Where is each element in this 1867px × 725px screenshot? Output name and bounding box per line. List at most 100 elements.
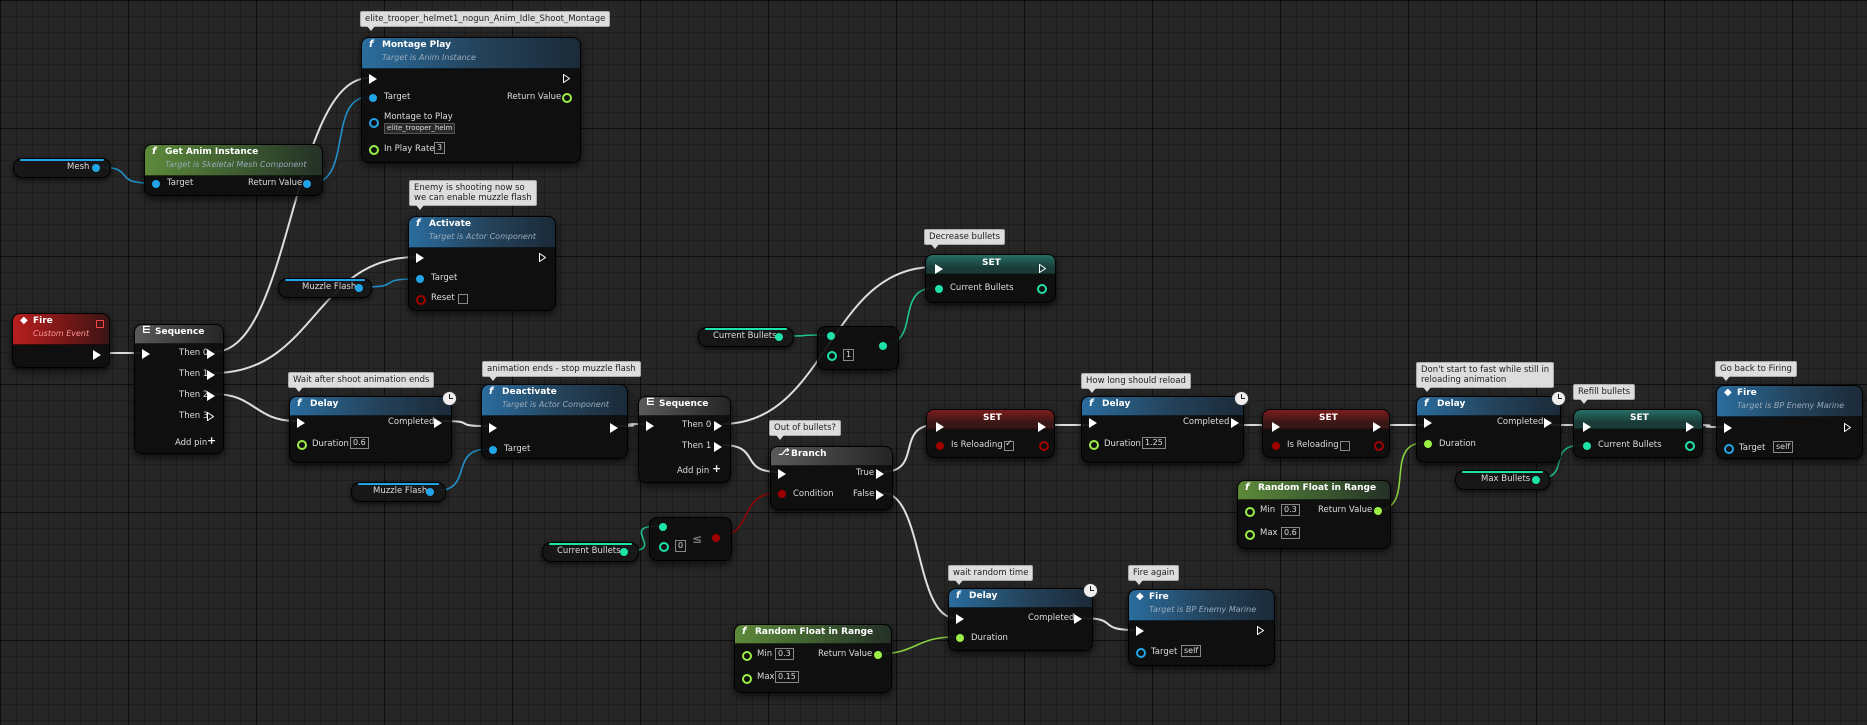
completed-pin[interactable] bbox=[434, 418, 442, 428]
completed-pin[interactable] bbox=[1544, 418, 1552, 428]
min-value[interactable]: 0.3 bbox=[775, 648, 794, 660]
false-to-delay-wire[interactable] bbox=[882, 492, 956, 619]
sequence-node-1[interactable]: ⋿ Sequence Then 0 Then 1 Then 2 Then 3 A… bbox=[134, 324, 224, 454]
then3-pin[interactable] bbox=[207, 412, 214, 421]
exec-in-pin[interactable] bbox=[1583, 422, 1591, 432]
current-bullets-pin[interactable] bbox=[620, 548, 628, 556]
activate-node[interactable]: f Activate Target is Actor Component Tar… bbox=[408, 216, 556, 311]
target-pin[interactable] bbox=[152, 180, 160, 188]
duration-pin[interactable] bbox=[1089, 440, 1099, 450]
deactivate-node[interactable]: f Deactivate Target is Actor Component T… bbox=[481, 384, 628, 459]
then2-pin[interactable] bbox=[207, 391, 215, 401]
exec-in-pin[interactable] bbox=[1136, 626, 1144, 636]
decrement-node[interactable]: 1 bbox=[817, 326, 899, 370]
target-pin[interactable] bbox=[416, 275, 424, 283]
add-pin-icon[interactable]: + bbox=[207, 434, 217, 447]
false-pin[interactable] bbox=[876, 490, 884, 500]
fire-call-node-2[interactable]: ◆ Fire Target is BP Enemy Marine Target … bbox=[1128, 589, 1275, 666]
then1-to-activate-wire[interactable] bbox=[213, 256, 417, 374]
result-pin[interactable] bbox=[879, 342, 887, 350]
exec-in-pin[interactable] bbox=[646, 421, 654, 431]
then1-pin[interactable] bbox=[207, 370, 215, 380]
value-in-pin[interactable] bbox=[936, 442, 944, 450]
set-current-bullets-refill-node[interactable]: SET Current Bullets bbox=[1573, 409, 1703, 458]
current-bullets-variable[interactable]: Current Bullets bbox=[698, 327, 794, 347]
target-value[interactable]: self bbox=[1181, 645, 1202, 657]
input-b-pin[interactable] bbox=[827, 351, 837, 361]
compare-value[interactable]: 0 bbox=[675, 540, 687, 552]
then0-pin[interactable] bbox=[714, 421, 722, 431]
min-value[interactable]: 0.3 bbox=[1281, 504, 1300, 516]
target-pin[interactable] bbox=[1724, 444, 1734, 454]
montage-pin[interactable] bbox=[369, 118, 379, 128]
value-out-pin[interactable] bbox=[1037, 284, 1047, 294]
target-value[interactable]: self bbox=[1773, 441, 1794, 453]
exec-in-pin[interactable] bbox=[416, 253, 424, 263]
decrement-value[interactable]: 1 bbox=[843, 349, 855, 361]
current-bullets-pin[interactable] bbox=[775, 333, 783, 341]
exec-in-pin[interactable] bbox=[936, 422, 944, 432]
completed-pin[interactable] bbox=[1074, 614, 1082, 624]
min-pin[interactable] bbox=[742, 651, 752, 661]
input-a-pin[interactable] bbox=[827, 332, 835, 340]
true-pin[interactable] bbox=[876, 469, 884, 479]
then0-to-montage-wire[interactable] bbox=[213, 77, 370, 353]
duration-value[interactable]: 1.25 bbox=[1142, 437, 1166, 449]
random-float-node-1[interactable]: f Random Float in Range Min 0.3 Return V… bbox=[1237, 480, 1391, 549]
duration-pin[interactable] bbox=[956, 634, 964, 642]
add-pin-label[interactable]: Add pin bbox=[175, 438, 208, 448]
max-value[interactable]: 0.6 bbox=[1281, 527, 1300, 539]
fire-custom-event-node[interactable]: ◆ Fire Custom Event bbox=[12, 313, 110, 368]
result-pin[interactable] bbox=[712, 534, 720, 542]
delay-node-2[interactable]: f Delay Completed Duration 1.25 bbox=[1081, 391, 1249, 463]
exec-in-pin[interactable] bbox=[369, 74, 377, 84]
exec-in-pin[interactable] bbox=[956, 614, 964, 624]
value-out-pin[interactable] bbox=[1039, 441, 1049, 451]
exec-out-pin[interactable] bbox=[610, 423, 618, 433]
add-pin-label[interactable]: Add pin bbox=[677, 466, 710, 476]
max-pin[interactable] bbox=[1245, 530, 1255, 540]
value-in-pin[interactable] bbox=[935, 285, 943, 293]
current-bullets-variable-2[interactable]: Current Bullets bbox=[542, 542, 639, 562]
exec-out-pin[interactable] bbox=[539, 253, 546, 262]
target-pin[interactable] bbox=[489, 446, 497, 454]
duration-pin[interactable] bbox=[297, 440, 307, 450]
mesh-pin[interactable] bbox=[92, 164, 100, 172]
set-is-reloading-true-node[interactable]: SET Is Reloading ✓ bbox=[926, 409, 1055, 458]
value-out-pin[interactable] bbox=[1685, 441, 1695, 451]
delay-node-3[interactable]: f Delay Completed Duration bbox=[1416, 391, 1566, 463]
exec-out-pin[interactable] bbox=[1844, 423, 1851, 432]
add-pin-icon[interactable]: + bbox=[712, 462, 722, 475]
return-value-pin[interactable] bbox=[1374, 507, 1382, 515]
return-value-pin[interactable] bbox=[562, 93, 572, 103]
duration-pin[interactable] bbox=[1424, 440, 1432, 448]
compare-node[interactable]: 0 ≤ bbox=[649, 517, 732, 561]
montage-play-node[interactable]: f Montage Play Target is Anim Instance T… bbox=[361, 37, 581, 163]
then1-pin[interactable] bbox=[714, 442, 722, 452]
play-rate-pin[interactable] bbox=[369, 145, 379, 155]
exec-in-pin[interactable] bbox=[1724, 423, 1732, 433]
input-a-pin[interactable] bbox=[659, 523, 667, 531]
get-anim-instance-node[interactable]: f Get Anim Instance Target is Skeletal M… bbox=[144, 144, 323, 196]
exec-out-pin[interactable] bbox=[1038, 422, 1046, 432]
is-reloading-checkbox[interactable] bbox=[1340, 441, 1350, 451]
random-float-node-2[interactable]: f Random Float in Range Min 0.3 Return V… bbox=[734, 624, 892, 693]
sequence-node-2[interactable]: ⋿ Sequence Then 0 Then 1 Add pin + bbox=[638, 396, 731, 483]
is-reloading-checkbox[interactable]: ✓ bbox=[1004, 439, 1014, 451]
duration-value[interactable]: 0.6 bbox=[350, 437, 369, 449]
exec-out-pin[interactable] bbox=[1039, 264, 1046, 273]
reset-pin[interactable] bbox=[416, 295, 426, 305]
exec-in-pin[interactable] bbox=[142, 349, 150, 359]
exec-out-pin[interactable] bbox=[1686, 422, 1694, 432]
branch-node[interactable]: ⎇ Branch True Condition False bbox=[770, 446, 893, 510]
set-is-reloading-false-node[interactable]: SET Is Reloading bbox=[1262, 409, 1390, 458]
return-value-pin[interactable] bbox=[303, 180, 311, 188]
return-value-pin[interactable] bbox=[874, 651, 882, 659]
exec-in-pin[interactable] bbox=[1424, 418, 1432, 428]
exec-in-pin[interactable] bbox=[489, 423, 497, 433]
completed-pin[interactable] bbox=[1231, 418, 1239, 428]
value-in-pin[interactable] bbox=[1583, 442, 1591, 450]
mesh-variable[interactable]: Mesh bbox=[13, 158, 111, 178]
set-current-bullets-node[interactable]: SET Current Bullets bbox=[925, 254, 1056, 303]
exec-out-pin[interactable] bbox=[1373, 422, 1381, 432]
